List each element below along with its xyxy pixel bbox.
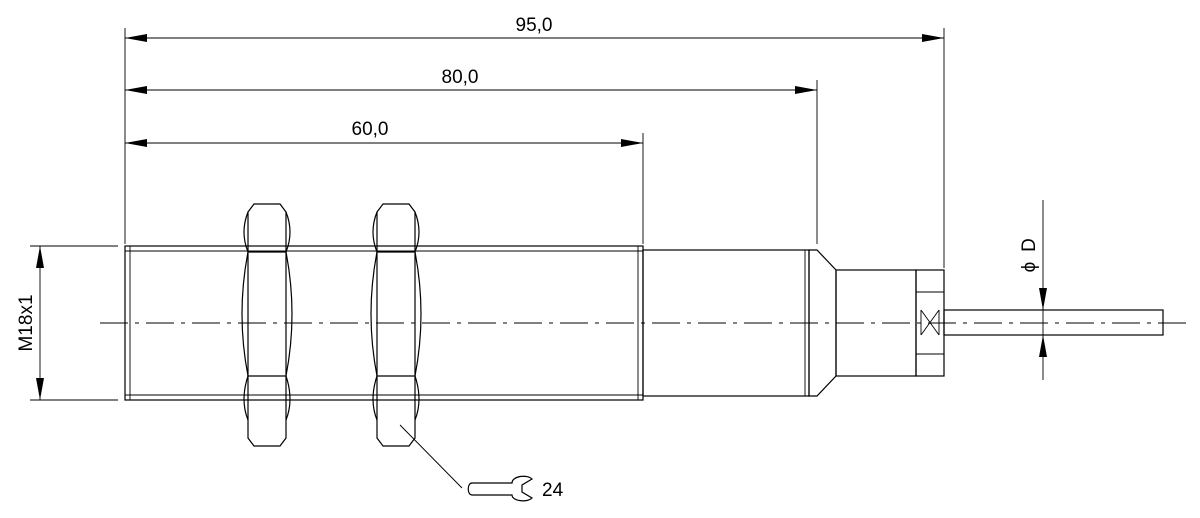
wrench-callout: 24: [399, 424, 564, 502]
overall-length-label: 95,0: [516, 15, 553, 36]
diameter-symbol: ϕ: [1019, 262, 1040, 273]
dimension-thread-length: 60,0: [125, 119, 643, 147]
thread-size-label: M18x1: [16, 294, 37, 351]
dimension-thread-size: M18x1: [16, 246, 44, 400]
dimension-housing-length: 80,0: [125, 67, 817, 94]
wrench-size-label: 24: [542, 480, 564, 501]
open-end-wrench-icon: [467, 475, 533, 502]
thread-length-label: 60,0: [352, 119, 389, 140]
dimension-cable-diameter: ϕ D: [1019, 200, 1047, 380]
cable-diameter-label: D: [1019, 238, 1040, 252]
housing-length-label: 80,0: [442, 67, 479, 88]
hex-nut-1: [241, 203, 293, 447]
hex-nut-2: [370, 203, 422, 447]
dimension-overall-length: 95,0: [125, 15, 944, 42]
extension-lines: [30, 28, 1062, 401]
